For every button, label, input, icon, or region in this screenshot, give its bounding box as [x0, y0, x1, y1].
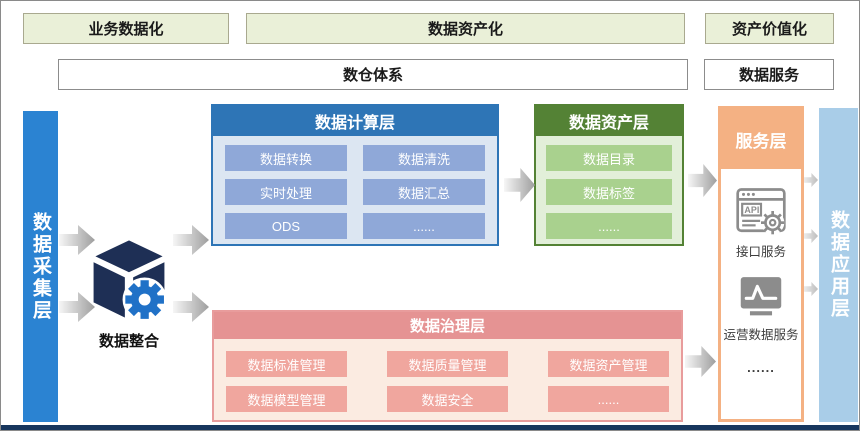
flow-arrow-right-icon [804, 229, 818, 243]
compute-cell: 实时处理 [225, 179, 347, 205]
flow-arrow-right-icon [59, 292, 95, 322]
compute-cell: ...... [363, 213, 485, 239]
cube-gear-icon [83, 235, 175, 331]
governance-cell: 数据资产管理 [548, 351, 669, 377]
band-label: 数据服务 [738, 67, 799, 84]
layer-data-governance: 数据治理层 数据标准管理 数据质量管理 数据资产管理 数据模型管理 数据安全 .… [212, 310, 683, 422]
compute-cell: 数据汇总 [363, 179, 485, 205]
rail-data-collection-layer: 数据采集层 [23, 111, 58, 422]
layer-data-asset: 数据资产层 数据目录 数据标签 ...... [534, 104, 684, 246]
compute-cell: 数据清洗 [363, 145, 485, 171]
governance-cell: 数据质量管理 [387, 351, 508, 377]
chart-monitor-icon [738, 275, 784, 323]
layer-title: 数据治理层 [214, 312, 681, 339]
governance-cell: 数据模型管理 [226, 386, 347, 412]
layer-service: 服务层 API [718, 106, 804, 422]
rail-label: 数据采集层 [30, 211, 51, 322]
layer-title: 数据计算层 [213, 106, 497, 136]
phase-label: 资产价值化 [731, 21, 807, 38]
asset-cell: ...... [546, 213, 672, 239]
layer-title: 服务层 [721, 109, 801, 169]
governance-cells: 数据标准管理 数据质量管理 数据资产管理 数据模型管理 数据安全 ...... [214, 339, 681, 420]
asset-cell: 数据标签 [546, 179, 672, 205]
asset-cell: 数据目录 [546, 145, 672, 171]
layer-data-compute: 数据计算层 数据转换 数据清洗 实时处理 数据汇总 ODS ...... [211, 104, 499, 246]
governance-cell: ...... [548, 386, 669, 412]
bottom-baseline [1, 425, 859, 430]
service-item-label: 接口服务 [735, 245, 786, 259]
compute-cells: 数据转换 数据清洗 实时处理 数据汇总 ODS ...... [213, 136, 497, 243]
flow-arrow-right-icon [804, 282, 818, 296]
rail-label: 数据应用层 [828, 210, 849, 320]
flow-arrow-right-icon [685, 346, 716, 377]
service-item-label: ...... [747, 359, 775, 375]
phase-asset-valuization: 资产价值化 [705, 13, 834, 44]
api-browser-icon: API [735, 187, 787, 240]
governance-cell: 数据安全 [387, 386, 508, 412]
phase-label: 数据资产化 [427, 21, 503, 38]
flow-arrow-right-icon [173, 292, 209, 322]
flow-arrow-right-icon [804, 173, 818, 187]
governance-cell: 数据标准管理 [226, 351, 347, 377]
compute-cell: 数据转换 [225, 145, 347, 171]
phase-data-assetization: 数据资产化 [246, 13, 685, 44]
band-data-service: 数据服务 [704, 59, 834, 90]
compute-cell: ODS [225, 213, 347, 239]
asset-cells: 数据目录 数据标签 ...... [536, 136, 682, 243]
band-data-warehouse-system: 数仓体系 [58, 59, 688, 90]
flow-arrow-right-icon [173, 225, 209, 255]
phase-business-datafication: 业务数据化 [23, 13, 229, 44]
flow-arrow-right-icon [688, 164, 717, 197]
band-label: 数仓体系 [342, 67, 403, 84]
flow-arrow-right-icon [59, 225, 95, 255]
service-item-label: 运营数据服务 [723, 327, 799, 342]
service-items: API [721, 169, 801, 375]
integration-label: 数据整合 [98, 333, 159, 350]
phase-label: 业务数据化 [88, 21, 164, 38]
flow-arrow-right-icon [504, 168, 535, 202]
layer-title: 数据资产层 [536, 106, 682, 136]
rail-data-application-layer: 数据应用层 [819, 108, 858, 422]
svg-text:API: API [744, 205, 759, 215]
